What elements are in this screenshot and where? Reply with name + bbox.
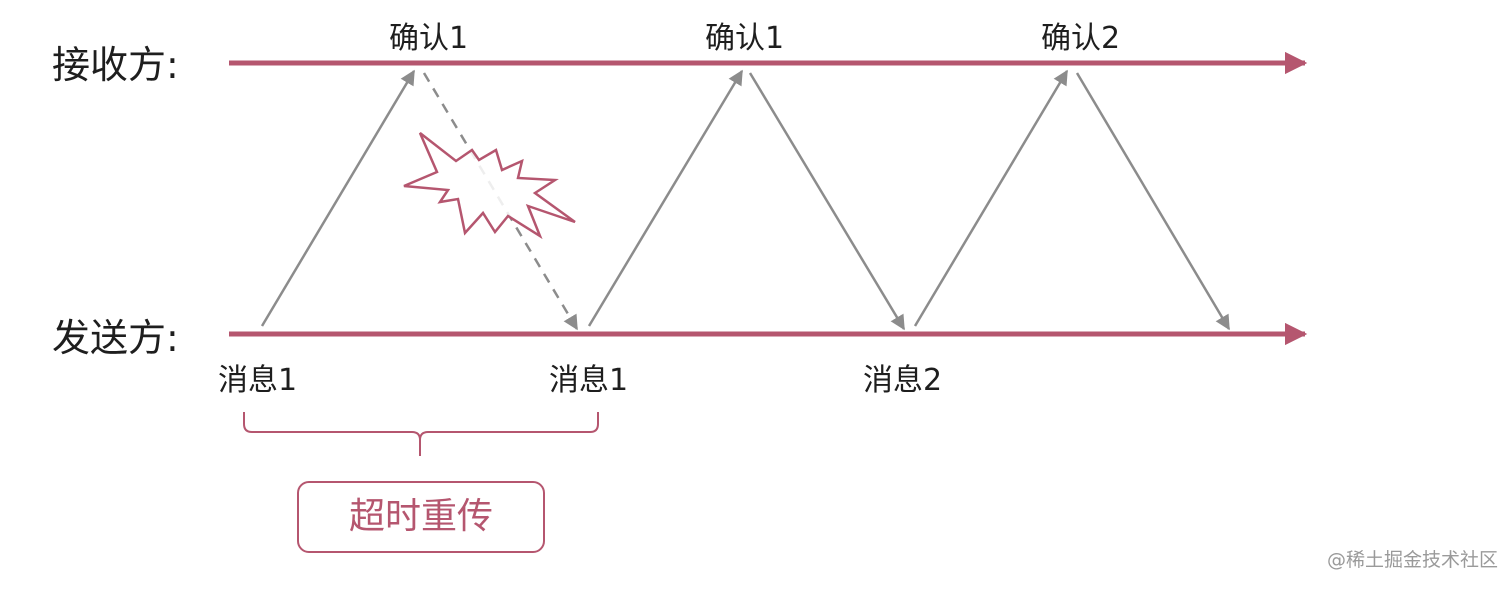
message-arrow-2 [587,69,744,327]
watermark: @稀土掘金技术社区 [1326,549,1498,571]
message-arrow-3 [913,69,1069,327]
ack-label-1: 确认1 [389,21,469,56]
ack-label-3: 确认2 [1041,21,1121,56]
timeout-retransmit-box: 超时重传 [297,481,545,553]
ack-arrow-2 [1075,72,1231,331]
message-label-2: 消息1 [549,363,629,398]
loss-burst-icon [403,132,576,240]
message-arrow-1 [260,69,416,327]
message-label-1: 消息1 [218,363,298,398]
timeout-brace [243,412,599,456]
ack-label-2: 确认1 [705,21,785,56]
ack-arrow-1 [748,72,906,331]
sender-label: 发送方: [52,316,179,360]
message-label-3: 消息2 [863,363,943,398]
receiver-label: 接收方: [52,43,179,87]
timeout-retransmit-label: 超时重传 [348,496,493,537]
